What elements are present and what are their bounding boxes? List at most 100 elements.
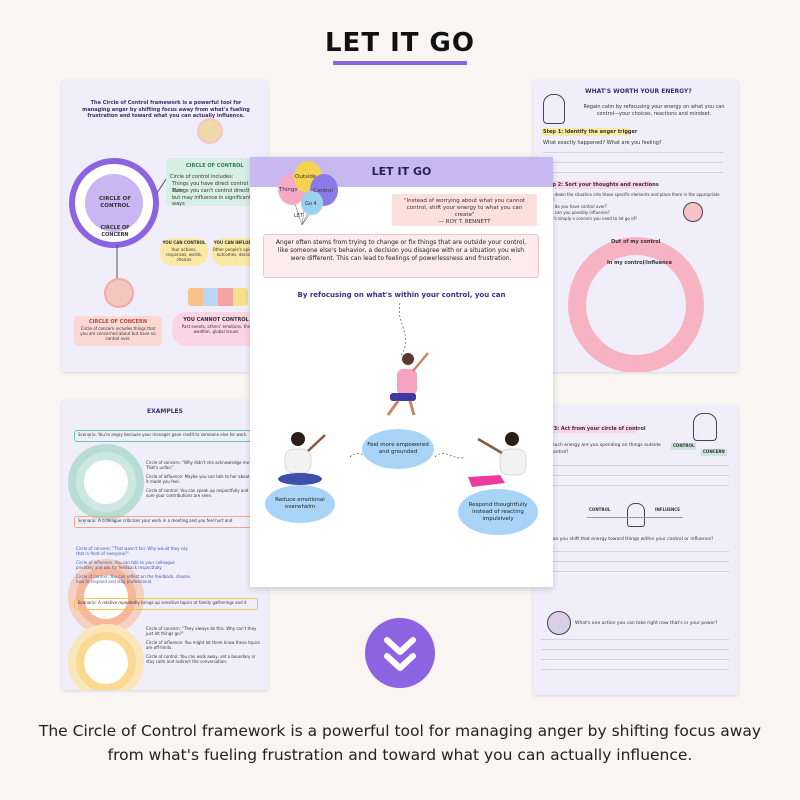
preview-page-examples: EXAMPLES Scenario: You're angry because … bbox=[62, 400, 268, 690]
connector-lines bbox=[278, 302, 527, 487]
refocus-heading: By refocusing on what's within your cont… bbox=[297, 291, 506, 299]
s2-control: Circle of control: You can reflect on th… bbox=[76, 574, 190, 584]
anger-explanation: Anger often stems from trying to change … bbox=[263, 234, 539, 278]
balloon-outside: Outside bbox=[295, 174, 317, 180]
scroll-down-button[interactable] bbox=[365, 618, 435, 688]
step2-label: Step 2: Sort your thoughts and reactions bbox=[543, 182, 659, 188]
you-can-control-body: Your actions, responses, words, choices bbox=[166, 246, 202, 262]
coc-bullet-2: Things you can't control directly but ma… bbox=[172, 188, 253, 207]
balancing-figure-icon bbox=[627, 503, 645, 527]
s1-concern: Circle of concern: "Why didn't she ackno… bbox=[146, 460, 252, 470]
preview-page-act: Step 3: Act from your circle of control … bbox=[533, 405, 738, 695]
scenario-1-circles bbox=[68, 444, 144, 690]
examples-heading: EXAMPLES bbox=[147, 408, 183, 415]
title-underline bbox=[333, 61, 467, 65]
act-question-3: What's one action you can take right now… bbox=[575, 621, 718, 626]
balloon-things: Things bbox=[279, 187, 298, 193]
answer-line bbox=[543, 152, 723, 153]
label-concern: CONCERN bbox=[701, 449, 727, 456]
s3-concern: Circle of concern: "They always do this.… bbox=[146, 626, 257, 636]
clocks-illustration-icon bbox=[188, 288, 248, 306]
answer-line bbox=[541, 551, 729, 552]
outer-circle-label: Out of my control bbox=[611, 239, 661, 245]
step2-question-3: What's simply a concern you need to let … bbox=[543, 216, 638, 221]
s1-influence: Circle of influence: Maybe you can talk … bbox=[146, 474, 260, 484]
preview-page-circle-of-control: The Circle of Control framework is a pow… bbox=[62, 80, 268, 372]
quote-text: "Instead of worrying about what you cann… bbox=[403, 198, 526, 218]
circle-of-concern-card: CIRCLE OF CONCERN Circle of concern incl… bbox=[74, 316, 162, 346]
answer-line bbox=[541, 649, 729, 650]
you-cannot-control-body: Past events, others' emotions, the weath… bbox=[181, 323, 251, 334]
balance-beam bbox=[587, 517, 683, 518]
circle-of-control-label: CIRCLE OF CONTROL bbox=[99, 196, 131, 209]
answer-line bbox=[541, 465, 729, 466]
skating-figure-icon bbox=[693, 413, 717, 441]
you-can-influence-label: YOU CAN INFLUENCE bbox=[213, 240, 261, 245]
coc-body: Circle of control includes: bbox=[170, 174, 234, 180]
scenario-2: Scenario: A colleague criticizes your wo… bbox=[78, 518, 233, 524]
you-cannot-control-cloud: YOU CANNOT CONTROL Past events, others' … bbox=[172, 312, 260, 346]
stressed-figure-icon bbox=[683, 202, 703, 222]
benefit-right-text: Respond thoughtfully instead of reacting… bbox=[468, 501, 528, 522]
step2-question-1: What do you have control over? bbox=[543, 204, 607, 209]
act-question-1: How much energy are you spending on thin… bbox=[539, 443, 661, 455]
s2-influence: Circle of influence: You can talk to you… bbox=[76, 560, 175, 570]
benefit-cloud-center: Feel more empowered and grounded bbox=[362, 429, 434, 469]
balloons-illustration bbox=[278, 161, 338, 226]
s3-control: Circle of control: You can walk away, se… bbox=[146, 654, 256, 664]
step1-badge bbox=[541, 128, 631, 136]
quote-box: "Instead of worrying about what you cann… bbox=[392, 194, 537, 226]
thinking-figure-icon bbox=[543, 94, 565, 124]
answer-line bbox=[543, 172, 723, 173]
label-control-2: CONTROL bbox=[589, 507, 611, 512]
inner-circle-label: In my control/influence bbox=[607, 260, 673, 266]
balloon-control: Control bbox=[313, 188, 333, 194]
frustrated-figure-icon bbox=[104, 278, 134, 308]
worth-energy-intro: Regain calm by refocusing your energy on… bbox=[583, 104, 725, 117]
featured-page-let-it-go: LET IT GO Outside Things Control Go 4 LE… bbox=[250, 157, 553, 587]
answer-line bbox=[541, 485, 729, 486]
step3-badge bbox=[537, 425, 637, 433]
answer-line bbox=[541, 561, 729, 562]
juggling-figure-icon bbox=[547, 611, 571, 635]
quote-author: — ROY T. BENNETT bbox=[438, 219, 491, 225]
s1-control: Circle of control: You can speak up resp… bbox=[146, 488, 261, 498]
scenario-3: Scenario: A relative repeatedly brings u… bbox=[78, 600, 247, 606]
circle-of-control-card: CIRCLE OF CONTROL Circle of control incl… bbox=[166, 158, 262, 207]
s2-concern: Circle of concern: "That wasn't fair. Wh… bbox=[76, 546, 188, 556]
balloon-go: Go 4 bbox=[305, 201, 317, 207]
double-chevron-down-icon bbox=[384, 637, 416, 671]
answer-line bbox=[541, 639, 729, 640]
circle-of-concern-label: CIRCLE OF CONCERN bbox=[100, 225, 130, 238]
label-control: CONTROL bbox=[671, 443, 697, 450]
caption-text: The Circle of Control framework is a pow… bbox=[38, 722, 762, 764]
circle-diagram bbox=[69, 158, 173, 295]
step1-question: What exactly happened? What are you feel… bbox=[543, 140, 662, 146]
label-influence: INFLUENCE bbox=[655, 507, 680, 512]
you-can-control-label: YOU CAN CONTROL bbox=[162, 240, 206, 245]
answer-line bbox=[541, 571, 729, 572]
page-title: LET IT GO bbox=[324, 28, 476, 58]
step2-question-2: What can you possibly influence? bbox=[543, 210, 610, 215]
benefit-cloud-right: Respond thoughtfully instead of reacting… bbox=[458, 489, 538, 535]
concern-heading: CIRCLE OF CONCERN bbox=[88, 319, 148, 325]
benefit-center-text: Feel more empowered and grounded bbox=[367, 442, 429, 455]
meditation-figure-icon bbox=[197, 118, 223, 144]
you-can-influence-body: Other people's opinions, outcomes, decis… bbox=[212, 246, 262, 257]
preview-page-worth-your-energy: WHAT'S WORTH YOUR ENERGY? Regain calm by… bbox=[533, 80, 738, 372]
balloon-let: LET bbox=[294, 213, 303, 219]
answer-line bbox=[541, 475, 729, 476]
intro-text: The Circle of Control framework is a pow… bbox=[82, 100, 250, 119]
benefit-cloud-left: Reduce emotional overwhelm bbox=[265, 485, 335, 523]
answer-line bbox=[541, 659, 729, 660]
worth-energy-heading: WHAT'S WORTH YOUR ENERGY? bbox=[585, 88, 692, 95]
you-can-control-cloud: YOU CAN CONTROL Your actions, responses,… bbox=[160, 238, 208, 266]
concern-body: Circle of concern includes things that y… bbox=[80, 325, 156, 341]
step2-badge bbox=[541, 181, 653, 189]
benefit-left-text: Reduce emotional overwhelm bbox=[275, 497, 325, 510]
center-title: LET IT GO bbox=[371, 165, 432, 178]
you-cannot-control-label: YOU CANNOT CONTROL bbox=[183, 317, 249, 323]
step1-label: Step 1: Identify the anger trigger bbox=[543, 129, 638, 135]
answer-line bbox=[541, 669, 729, 670]
step3-label: Step 3: Act from your circle of control bbox=[539, 426, 646, 432]
